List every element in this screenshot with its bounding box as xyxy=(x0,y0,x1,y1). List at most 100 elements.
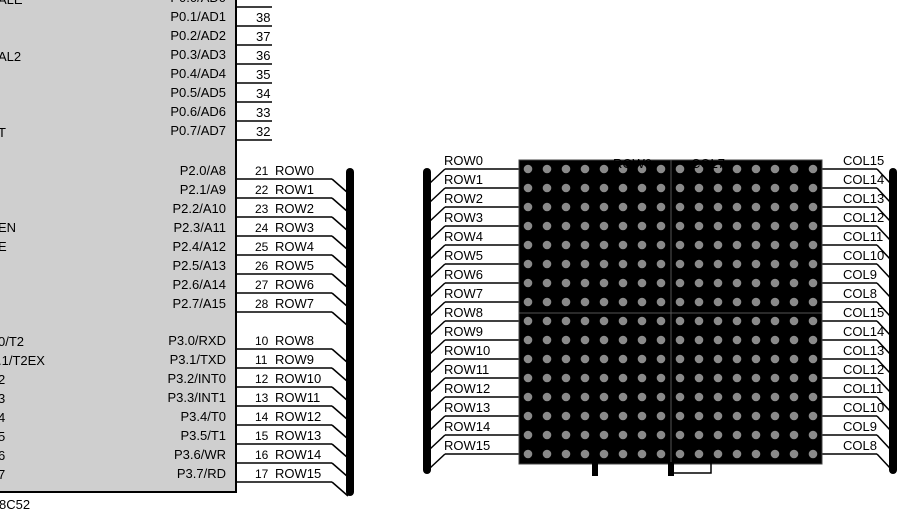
led-dot xyxy=(808,278,818,288)
matrix-row-bus-entry xyxy=(429,320,446,336)
led-dot xyxy=(637,202,647,212)
bus-entry xyxy=(331,443,349,459)
led-dot xyxy=(770,297,780,307)
led-dot xyxy=(542,202,552,212)
led-dot xyxy=(580,449,590,459)
led-dot xyxy=(694,316,704,326)
led-dot xyxy=(751,183,761,193)
led-dot xyxy=(789,297,799,307)
port-pin-label: P3.7/RD xyxy=(177,466,226,481)
led-dot xyxy=(789,240,799,250)
led-dot xyxy=(656,392,666,402)
led-dot xyxy=(751,449,761,459)
led-dot xyxy=(561,316,571,326)
port-net-label: ROW7 xyxy=(275,296,314,311)
led-dot xyxy=(713,335,723,345)
led-dot xyxy=(561,411,571,421)
port-pin-label: P2.4/A12 xyxy=(173,239,227,254)
port0-pin-number: 35 xyxy=(256,67,270,82)
led-dot xyxy=(599,411,609,421)
matrix-row-net-label: ROW2 xyxy=(444,191,483,206)
port-pin-number: 27 xyxy=(255,278,269,292)
led-dot xyxy=(637,449,647,459)
port-pin-label: P2.6/A14 xyxy=(173,277,227,292)
port0-pin-label: P0.0/AD0 xyxy=(170,0,226,5)
port-pin-label: P2.3/A11 xyxy=(173,220,226,235)
led-dot xyxy=(713,183,723,193)
led-dot xyxy=(561,240,571,250)
led-dot xyxy=(713,392,723,402)
led-dot xyxy=(523,221,533,231)
matrix-col-net-label: COL15 xyxy=(843,305,884,320)
led-dot xyxy=(789,335,799,345)
led-dot xyxy=(675,278,685,288)
led-dot xyxy=(808,354,818,364)
led-dot xyxy=(618,392,628,402)
matrix-col-net-label: COL8 xyxy=(843,438,877,453)
port-pin-number: 12 xyxy=(255,372,269,386)
led-dot xyxy=(523,449,533,459)
matrix-row-bus-entry xyxy=(429,263,446,279)
port0-pin-number: 38 xyxy=(256,10,270,25)
port-pin-number: 15 xyxy=(255,429,269,443)
led-dot xyxy=(694,354,704,364)
led-dot xyxy=(618,373,628,383)
led-dot xyxy=(542,297,552,307)
port-net-label: ROW9 xyxy=(275,352,314,367)
led-dot xyxy=(808,202,818,212)
port-pin-number: 22 xyxy=(255,183,269,197)
matrix-col-bus-entry xyxy=(876,358,891,374)
led-dot xyxy=(523,297,533,307)
led-dot xyxy=(656,297,666,307)
led-dot xyxy=(694,449,704,459)
led-dot xyxy=(751,259,761,269)
matrix-row-bus-entry xyxy=(429,377,446,393)
led-dot xyxy=(542,392,552,402)
led-dot xyxy=(618,335,628,345)
led-dot xyxy=(713,316,723,326)
port0-pin-number: 36 xyxy=(256,48,270,63)
led-dot xyxy=(542,316,552,326)
matrix-col-bus-entry xyxy=(876,434,891,450)
led-dot xyxy=(656,221,666,231)
led-dot xyxy=(618,240,628,250)
led-dot xyxy=(656,202,666,212)
matrix-col-bus-entry xyxy=(876,187,891,203)
port0-pin-label: P0.5/AD5 xyxy=(170,85,226,100)
led-dot xyxy=(656,411,666,421)
led-dot xyxy=(694,335,704,345)
led-dot xyxy=(599,183,609,193)
led-dot xyxy=(561,202,571,212)
led-dot xyxy=(561,221,571,231)
port-pin-number: 24 xyxy=(255,221,269,235)
led-dot xyxy=(789,164,799,174)
bus-entry xyxy=(331,197,349,213)
led-dot xyxy=(618,221,628,231)
bus-entry xyxy=(331,424,349,440)
led-dot xyxy=(637,221,647,231)
matrix-row-net-label: ROW4 xyxy=(444,229,483,244)
led-dot xyxy=(751,240,761,250)
led-dot xyxy=(694,259,704,269)
led-dot xyxy=(675,316,685,326)
bus-entry xyxy=(331,273,349,289)
bus-entry xyxy=(331,216,349,232)
chip-left-label: 4 xyxy=(0,410,5,425)
led-dot xyxy=(770,240,780,250)
led-dot xyxy=(561,392,571,402)
led-dot xyxy=(694,202,704,212)
matrix-top-label-col: COL7 xyxy=(691,156,725,171)
led-dot xyxy=(599,202,609,212)
chip-left-label: 0/T2 xyxy=(0,334,24,349)
led-dot xyxy=(561,259,571,269)
matrix-col-bus-entry xyxy=(876,453,891,469)
bus-entry xyxy=(331,348,349,364)
led-dot xyxy=(561,354,571,364)
led-dot xyxy=(561,373,571,383)
led-dot xyxy=(751,164,761,174)
led-dot xyxy=(694,164,704,174)
led-dot xyxy=(542,221,552,231)
led-dot xyxy=(713,297,723,307)
